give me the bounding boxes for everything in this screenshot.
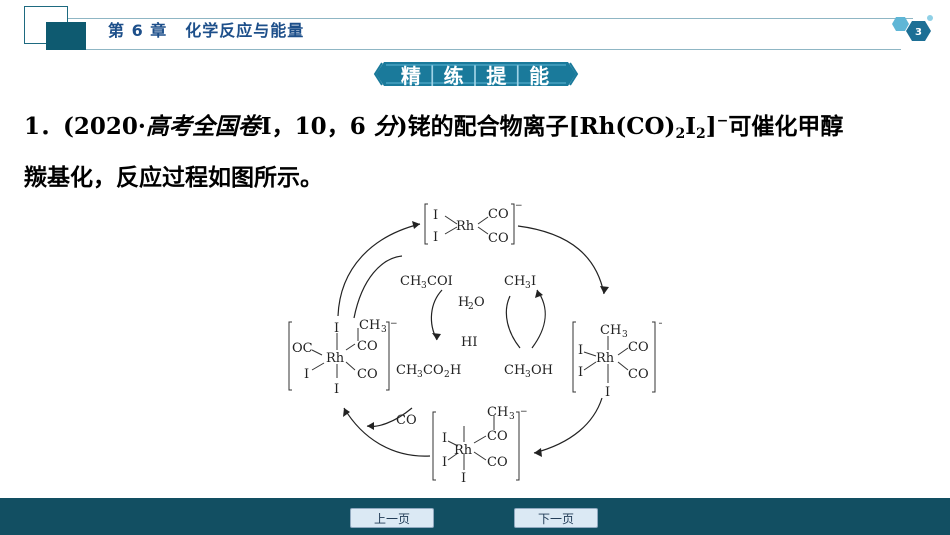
label-oc: OC	[292, 341, 313, 356]
label-iodine: I	[578, 343, 583, 358]
chapter-number: 第 6 章	[108, 21, 168, 40]
label-hi: HI	[461, 335, 477, 350]
label-h2o: H	[458, 295, 469, 310]
question-tail: 可催化甲醇	[728, 113, 844, 140]
formula-part: I	[685, 113, 696, 140]
label-rh-bottom: Rh	[454, 443, 473, 458]
hexagon-badge-icon: 3	[892, 15, 933, 41]
banner-char-3: 提	[486, 63, 509, 88]
label-charge: −	[390, 319, 398, 329]
label-subscript: 3	[421, 281, 427, 291]
label-iodine: I	[442, 455, 447, 470]
label-co: CO	[357, 367, 378, 382]
label-co: CO	[628, 340, 649, 355]
label-iodine: I	[433, 230, 438, 245]
question-source: (2020·	[63, 113, 146, 140]
label-ch3: CH	[487, 405, 508, 420]
label-rh-top: Rh	[456, 219, 475, 234]
banner-char-4: 能	[529, 63, 552, 88]
label-co: CO	[628, 367, 649, 382]
label-iodine: I	[334, 321, 339, 336]
label-ch3co2h: CO	[423, 363, 444, 378]
label-subscript: 2	[468, 302, 474, 312]
label-subscript: 3	[622, 330, 628, 340]
label-subscript: 3	[525, 370, 531, 380]
header-rule-bottom	[86, 49, 901, 50]
label-co: CO	[487, 455, 508, 470]
label-ch3oh: OH	[531, 363, 553, 378]
banner-separator: |	[514, 62, 524, 86]
section-banner: 精 | 练 | 提 | 能	[372, 60, 580, 88]
label-ch3i: I	[531, 274, 536, 289]
label-iodine: I	[605, 385, 610, 400]
label-ch3i: CH	[504, 274, 525, 289]
label-ch3coi: CH	[400, 274, 421, 289]
banner-title: 精 | 练 | 提 | 能	[372, 60, 580, 88]
prev-page-button[interactable]: 上一页	[350, 508, 434, 528]
banner-char-1: 精	[400, 63, 423, 88]
label-iodine: I	[304, 367, 309, 382]
label-ch3co2h: H	[450, 363, 461, 378]
label-co: CO	[487, 429, 508, 444]
label-subscript: 3	[525, 281, 531, 291]
label-subscript: 3	[509, 412, 515, 422]
label-rh-right: Rh	[596, 351, 615, 366]
question-line-1: 1．(2020·高考全国卷Ⅰ，10，6 分)铑的配合物离子[Rh(CO)2I2]…	[24, 106, 843, 149]
question-source-unit: 分	[373, 114, 397, 140]
page-number-badge: 3	[890, 13, 936, 47]
label-iodine: I	[334, 382, 339, 397]
banner-separator: |	[471, 62, 481, 86]
header-decoration-block	[46, 22, 86, 50]
label-co-released: CO	[396, 413, 417, 428]
header-rule-top	[68, 18, 913, 19]
label-iodine: I	[461, 471, 466, 486]
page-number: 3	[915, 27, 922, 38]
formula-part: [Rh(CO)	[568, 113, 676, 140]
banner-shape	[373, 62, 579, 86]
label-ch3: CH	[359, 318, 380, 333]
label-co: CO	[488, 207, 509, 222]
chapter-heading: 第 6 章化学反应与能量	[108, 17, 322, 41]
next-page-button[interactable]: 下一页	[514, 508, 598, 528]
question-source-close: )	[396, 113, 408, 140]
question-number: 1．	[24, 113, 64, 140]
label-subscript: 3	[381, 325, 387, 335]
catalytic-cycle-diagram: I I Rh CO CO − I CH 3 − OC Rh CO I CO I …	[282, 198, 666, 494]
label-h2o: O	[474, 295, 485, 310]
label-subscript: 3	[417, 370, 423, 380]
banner-char-2: 练	[443, 63, 466, 88]
label-iodine: I	[433, 208, 438, 223]
label-subscript: 2	[444, 370, 450, 380]
label-charge: −	[658, 319, 662, 329]
label-co: CO	[488, 231, 509, 246]
question-source-exam: 高考全国卷	[145, 114, 261, 140]
label-charge: −	[515, 201, 523, 211]
question-lead: 铑的配合物离子	[407, 113, 569, 140]
question-source-detail: Ⅰ，10，6	[260, 113, 366, 140]
banner-separator: |	[428, 62, 438, 86]
question-line-2: 羰基化，反应过程如图所示。	[24, 164, 323, 191]
formula-subscript: 2	[695, 126, 706, 142]
label-ch3oh: CH	[504, 363, 525, 378]
label-ch3: CH	[600, 323, 621, 338]
label-ch3co2h: CH	[396, 363, 417, 378]
formula-subscript: 2	[675, 126, 686, 142]
footer-bar	[0, 498, 950, 535]
formula-part: ]	[705, 113, 717, 140]
label-ch3coi: COI	[427, 274, 453, 289]
label-charge: −	[520, 407, 528, 417]
label-iodine: I	[578, 365, 583, 380]
label-rh-left: Rh	[326, 351, 345, 366]
formula-charge: −	[716, 113, 729, 129]
label-co: CO	[357, 339, 378, 354]
chapter-title: 化学反应与能量	[185, 21, 305, 40]
label-iodine: I	[442, 431, 447, 446]
